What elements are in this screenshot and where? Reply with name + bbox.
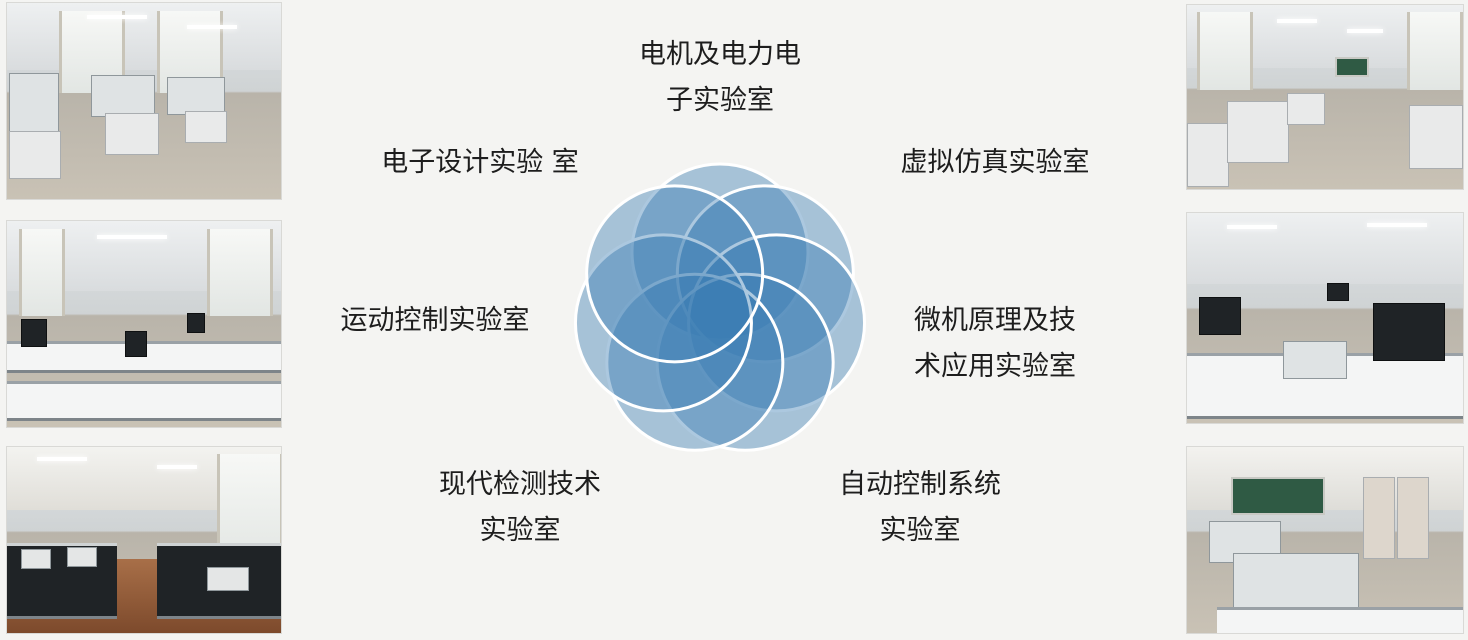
- photo-cabinet: [1227, 101, 1289, 163]
- photo-light: [1367, 223, 1427, 227]
- photo-light: [187, 25, 237, 29]
- photo-equipment: [207, 567, 249, 591]
- photo-blackboard: [1335, 57, 1369, 77]
- label-line: 微机原理及技: [914, 305, 1076, 336]
- photo-equipment: [91, 75, 155, 117]
- photo-light: [157, 465, 197, 469]
- photo-light: [1227, 225, 1277, 229]
- flower-petal: [655, 272, 835, 452]
- photo-monitor: [187, 313, 205, 333]
- label-line: 术应用实验室: [914, 351, 1076, 382]
- lab-photo-left-bottom: [6, 446, 282, 634]
- photo-bench: [1217, 607, 1463, 633]
- photo-equipment: [21, 549, 51, 569]
- photo-equipment: [9, 73, 59, 135]
- photo-light: [1277, 19, 1317, 23]
- label-line: 虚拟仿真实验室: [900, 147, 1090, 178]
- photo-monitor: [125, 331, 147, 357]
- photo-window: [1407, 12, 1463, 90]
- label-modern-detection-lab: 现代检测技术 实验室: [410, 462, 630, 554]
- lab-photo-left-top: [6, 2, 282, 200]
- photo-window: [19, 229, 65, 316]
- photo-cabinet: [1363, 477, 1395, 559]
- photo-blackboard: [1231, 477, 1325, 515]
- photo-cabinet: [1397, 477, 1429, 559]
- photo-cabinet: [105, 113, 159, 155]
- lab-photo-right-top: [1186, 4, 1464, 190]
- photo-light: [1347, 29, 1383, 33]
- photo-monitor: [21, 319, 47, 347]
- label-motor-power-electronics-lab: 电机及电力电 子实验室: [610, 32, 830, 124]
- photo-window: [207, 229, 273, 316]
- photo-equipment: [1233, 553, 1359, 611]
- label-electronic-design-lab: 电子设计实验 室: [350, 140, 610, 186]
- label-line: 子实验室: [666, 85, 774, 116]
- photo-monitor: [1327, 283, 1349, 301]
- photo-cabinet: [185, 111, 227, 143]
- flower-petal: [605, 272, 785, 452]
- label-line: 自动控制系统: [839, 469, 1001, 500]
- flower-petal: [675, 184, 855, 364]
- label-motion-control-lab: 运动控制实验室: [315, 298, 555, 344]
- lab-photo-left-middle: [6, 220, 282, 428]
- photo-equipment: [1283, 341, 1347, 379]
- photo-cabinet: [1287, 93, 1325, 125]
- photo-bench: [7, 381, 281, 418]
- flower-petal: [573, 233, 753, 413]
- photo-cabinet: [9, 131, 61, 179]
- lab-flower-diagram: [573, 162, 867, 452]
- photo-light: [87, 15, 147, 19]
- label-line: 实验室: [879, 515, 961, 546]
- flower-petal: [630, 162, 810, 342]
- label-line: 运动控制实验室: [340, 305, 530, 336]
- label-line: 实验室: [479, 515, 561, 546]
- photo-cabinet: [1187, 123, 1229, 187]
- flower-petal: [585, 184, 765, 364]
- photo-light: [97, 235, 167, 239]
- lab-photo-right-middle: [1186, 212, 1464, 424]
- lab-photo-right-bottom: [1186, 446, 1464, 634]
- label-line: 电机及电力电: [639, 39, 801, 70]
- photo-equipment: [167, 77, 225, 115]
- label-microcomputer-lab: 微机原理及技 术应用实验室: [880, 298, 1110, 390]
- label-line: 现代检测技术: [439, 469, 601, 500]
- photo-ceiling: [7, 3, 281, 70]
- label-automatic-control-lab: 自动控制系统 实验室: [810, 462, 1030, 554]
- flower-petal: [687, 233, 867, 413]
- label-virtual-simulation-lab: 虚拟仿真实验室: [870, 140, 1120, 186]
- label-line: 电子设计实验 室: [381, 147, 579, 178]
- photo-monitor: [1373, 303, 1445, 361]
- photo-equipment: [67, 547, 97, 567]
- photo-cabinet: [1409, 105, 1463, 169]
- photo-light: [37, 457, 87, 461]
- photo-window: [1197, 12, 1253, 90]
- photo-monitor: [1199, 297, 1241, 335]
